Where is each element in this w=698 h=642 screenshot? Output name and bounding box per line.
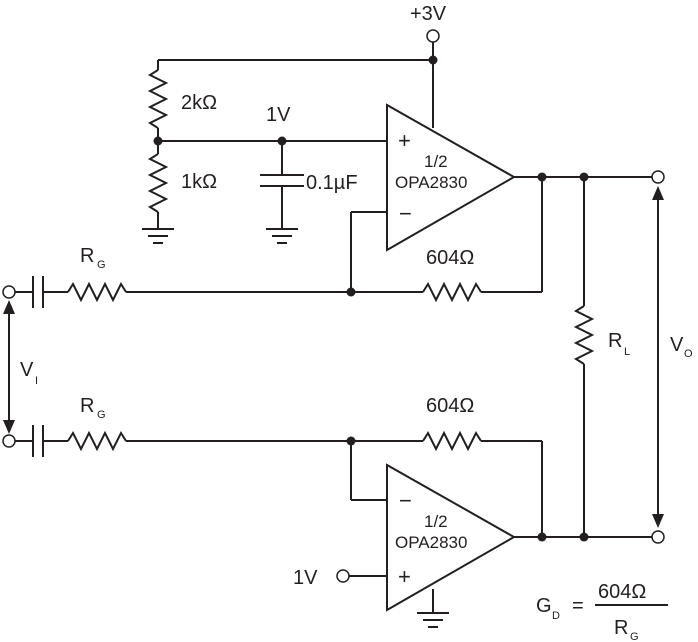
vo-label: V — [670, 334, 684, 356]
vo-arrow-head-top — [652, 186, 664, 200]
resistor-rg-bottom — [67, 430, 127, 452]
amp-bottom-label-2: OPA2830 — [395, 533, 467, 552]
input-bottom-terminal — [2, 434, 16, 448]
vi-label: V — [20, 359, 34, 381]
bias-node-label: 1V — [266, 104, 291, 126]
formula-denominator: R — [614, 617, 628, 639]
resistor-rg-bottom-label: R — [80, 395, 94, 417]
vi-arrow-head-bottom — [3, 420, 15, 434]
formula-denominator-sub: G — [630, 631, 639, 642]
vi-arrow-head-top — [3, 300, 15, 314]
resistor-rg-top-sub: G — [97, 259, 106, 271]
output-bottom-node-load — [579, 532, 589, 542]
supply-label: +3V — [410, 3, 447, 25]
resistor-load — [573, 305, 595, 365]
resistor-feedback-top-label: 604Ω — [426, 247, 474, 269]
amp-bottom-plus: + — [398, 564, 411, 589]
vo-arrow-head-bottom — [652, 514, 664, 528]
ground-icon — [142, 228, 174, 244]
resistor-2k-label: 2kΩ — [181, 92, 217, 114]
resistor-1k-label: 1kΩ — [181, 171, 217, 193]
amp-top-label-1: 1/2 — [424, 152, 448, 171]
resistor-load-label: R — [608, 330, 622, 352]
output-bottom-terminal — [651, 530, 665, 544]
amp-top-minus: − — [399, 201, 412, 226]
amp-bottom-ref-terminal — [336, 569, 350, 583]
supply-terminal — [426, 29, 440, 43]
resistor-feedback-top — [422, 281, 482, 303]
vo-sub: O — [684, 348, 693, 360]
amp-top-body — [386, 103, 517, 252]
vi-sub: I — [35, 375, 38, 387]
resistor-feedback-bottom — [422, 430, 482, 452]
resistor-1k — [147, 153, 169, 213]
resistor-rg-bottom-sub: G — [97, 409, 106, 421]
amp-bottom-body — [386, 463, 517, 612]
resistor-feedback-bottom-label: 604Ω — [426, 395, 474, 417]
amp-bottom-minus: − — [399, 488, 412, 513]
resistor-2k — [147, 69, 169, 129]
input-top-node — [346, 287, 356, 297]
formula-equals: = — [572, 595, 584, 617]
input-top-terminal — [2, 285, 16, 299]
resistor-load-sub: L — [624, 346, 630, 358]
formula-numerator: 604Ω — [598, 581, 646, 603]
ground-icon — [417, 612, 449, 628]
capacitor-label: 0.1µF — [306, 172, 358, 194]
formula-lhs-sub: D — [552, 610, 560, 622]
amp-top-plus: + — [398, 128, 411, 153]
resistor-rg-top — [67, 281, 127, 303]
output-top-terminal — [651, 170, 665, 184]
amp-bottom-ref-label: 1V — [293, 567, 318, 589]
output-bottom-node-fb — [537, 532, 547, 542]
resistor-rg-top-label: R — [80, 245, 94, 267]
amp-top-label-2: OPA2830 — [395, 173, 467, 192]
ground-icon — [266, 228, 298, 244]
formula-lhs: G — [536, 595, 552, 617]
amp-bottom-label-1: 1/2 — [424, 512, 448, 531]
